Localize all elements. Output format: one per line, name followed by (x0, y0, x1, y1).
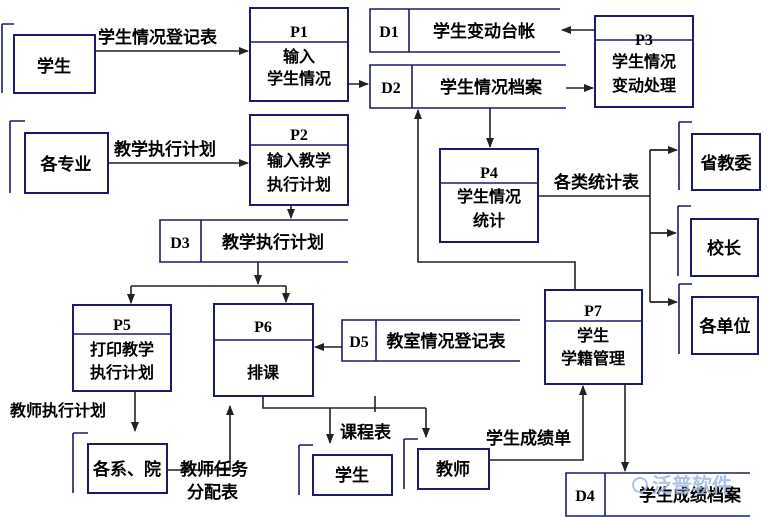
store-d4: D4 学生成绩档案 (565, 472, 750, 517)
entity-departments: 各系、院 (72, 432, 168, 494)
store-d2-name: 学生情况档案 (440, 77, 543, 97)
process-p5: P5 打印教学 执行计划 (72, 304, 172, 392)
store-d2: D2 学生情况档案 (369, 64, 566, 109)
store-d1-id: D1 (379, 24, 399, 41)
process-p2: P2 输入教学 执行计划 (249, 114, 349, 206)
arrow-grades-to-p7 (489, 385, 587, 461)
process-p4-id: P4 (480, 165, 498, 182)
flow-student-form-label: 学生情况登记表 (98, 27, 218, 47)
process-p3-id: P3 (635, 32, 653, 49)
process-p5-line1: 打印教学 (90, 340, 154, 359)
entity-units: 各单位 (678, 283, 759, 355)
process-p1-line1: 输入 (283, 47, 315, 66)
process-p7-line2: 学籍管理 (561, 349, 625, 368)
entity-student-bottom: 学生 (298, 444, 393, 496)
flow-grades-label: 学生成绩单 (486, 428, 571, 448)
entity-departments-label: 各系、院 (92, 459, 161, 479)
entity-majors: 各专业 (9, 120, 109, 194)
entity-student-top: 学生 (1, 23, 96, 94)
process-p2-id: P2 (290, 127, 308, 144)
process-p5-line2: 执行计划 (90, 363, 154, 382)
entity-teacher: 教师 (403, 438, 490, 490)
flow-teacher-plan-label: 教师执行计划 (10, 401, 106, 420)
process-p6: P6 排课 (213, 303, 314, 397)
process-p4-line1: 学生情况 (457, 187, 521, 206)
process-p6-line1: 排课 (247, 363, 280, 382)
process-p2-line2: 执行计划 (267, 175, 331, 194)
process-p7-line1: 学生 (577, 326, 609, 345)
watermark-logo: 泛普软件 (632, 473, 732, 497)
flow-labels: 学生情况登记表 教学执行计划 各类统计表 教师执行计划 教师任务 分配表 课程表… (10, 27, 640, 502)
store-d4-id: D4 (575, 488, 595, 505)
entity-principal: 校长 (677, 205, 759, 277)
process-p1-id: P1 (290, 24, 308, 41)
process-p3-line1: 学生情况 (612, 52, 676, 71)
process-p5-id: P5 (113, 317, 131, 334)
store-d2-id: D2 (381, 80, 401, 97)
store-d3-id: D3 (170, 235, 190, 252)
arrow-d3-split (131, 262, 286, 287)
store-d1: D1 学生变动台帐 (369, 8, 560, 53)
entity-student-top-label: 学生 (37, 56, 71, 76)
entity-units-label: 各单位 (699, 316, 751, 336)
flow-teaching-plan-label: 教学执行计划 (113, 139, 216, 159)
process-p1-line2: 学生情况 (267, 69, 331, 88)
process-p1: P1 输入 学生情况 (249, 7, 349, 102)
process-p7: P7 学生 学籍管理 (544, 289, 643, 385)
process-p3-line2: 变动处理 (612, 76, 676, 95)
process-p6-id: P6 (254, 319, 272, 336)
store-d5-name: 教室情况登记表 (386, 331, 507, 351)
entity-student-bottom-label: 学生 (335, 465, 369, 485)
process-p4: P4 学生情况 统计 (439, 148, 539, 243)
arrow-p7-to-d2 (414, 109, 576, 290)
process-p3: P3 学生情况 变动处理 (594, 15, 694, 108)
flow-schedule-label: 课程表 (340, 422, 392, 442)
watermark-text: 泛普软件 (652, 473, 732, 497)
flow-teacher-task-label-2: 分配表 (187, 482, 239, 502)
entity-teacher-label: 教师 (435, 459, 470, 479)
store-d5-id: D5 (349, 334, 369, 351)
store-d5: D5 教室情况登记表 (341, 319, 520, 362)
arrow-task-to-p6 (167, 405, 234, 471)
process-p2-line1: 输入教学 (267, 151, 331, 170)
flow-teacher-task-label-1: 教师任务 (179, 459, 249, 479)
entity-province-edu: 省教委 (678, 121, 761, 191)
store-d4-name: 学生成绩档案 (639, 485, 742, 505)
arrow-p6-schedule (262, 396, 426, 409)
entity-principal-label: 校长 (707, 238, 742, 258)
store-d1-name: 学生变动台帐 (433, 21, 535, 41)
entity-majors-label: 各专业 (40, 154, 92, 174)
flow-arrows (95, 26, 678, 472)
process-p4-line2: 统计 (473, 211, 505, 230)
process-p7-id: P7 (584, 303, 602, 320)
store-d3-name: 教学执行计划 (221, 232, 324, 252)
store-d3: D3 教学执行计划 (159, 219, 348, 263)
flow-stats-tables-label: 各类统计表 (553, 172, 640, 192)
entity-province-edu-label: 省教委 (700, 153, 752, 173)
